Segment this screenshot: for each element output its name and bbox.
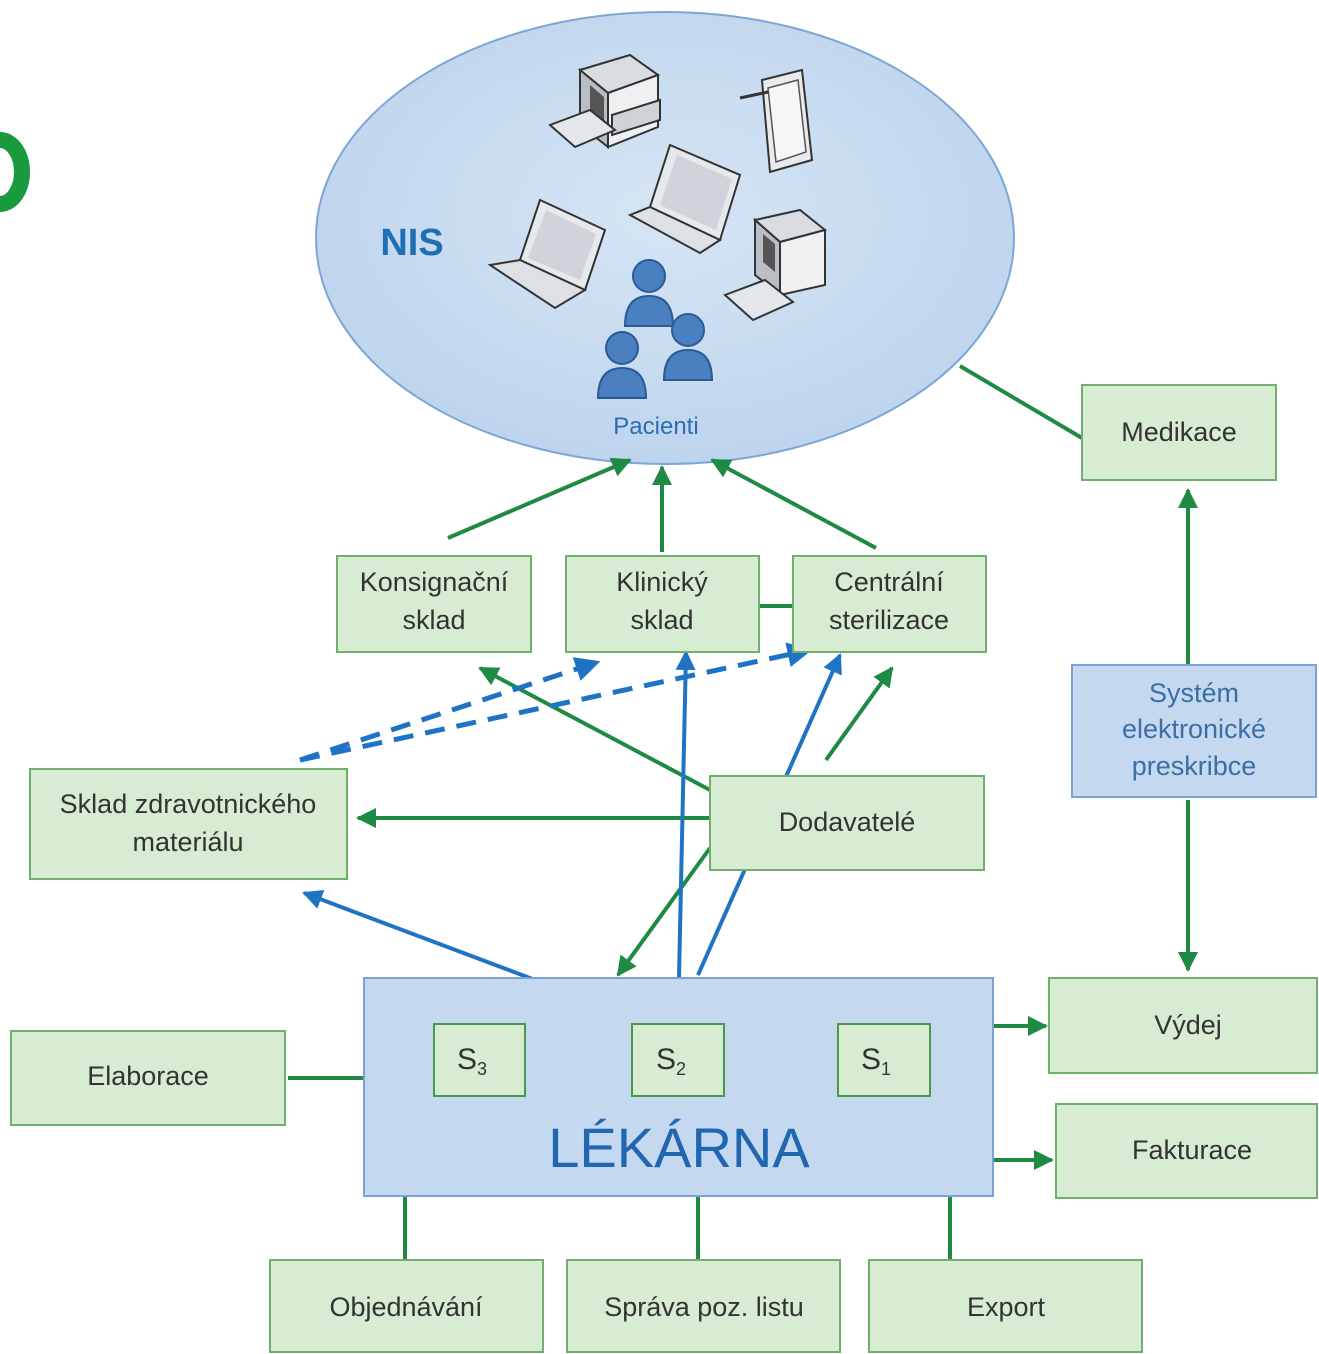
arrow-dodavatele-to-lekarna	[616, 846, 712, 977]
box-objednavani-label: Objednávání	[329, 1292, 483, 1322]
desktop-computer-right-icon	[723, 208, 828, 322]
box-lekarna: LÉKÁRNA S3 S2 S1	[363, 977, 994, 1197]
store-s3-label: S3	[457, 1043, 487, 1079]
box-system-line1: Systém	[1149, 678, 1239, 708]
store-s1: S1	[837, 1023, 931, 1097]
box-dodavatele: Dodavatelé	[709, 775, 985, 871]
box-fakturace: Fakturace	[1055, 1103, 1318, 1199]
store-s2-label: S2	[656, 1043, 686, 1079]
patients-label: Pacienti	[613, 413, 698, 440]
box-klinicky-sklad: Klinický sklad	[565, 555, 760, 653]
store-s3: S3	[433, 1023, 526, 1097]
arrow-dodavatele-to-centralni	[824, 666, 894, 762]
box-medikace: Medikace	[1081, 384, 1277, 481]
box-dodavatele-label: Dodavatelé	[779, 807, 916, 837]
store-s2: S2	[631, 1023, 725, 1097]
store-s1-label: S1	[861, 1043, 891, 1079]
box-sklad-zdravotnickeho-materialu: Sklad zdravotnického materiálu	[29, 768, 348, 880]
arrow-konsignacni-to-nis	[447, 457, 632, 540]
box-sprava-poz-listu: Správa poz. listu	[566, 1259, 841, 1353]
box-konsignacni-line2: sklad	[402, 605, 465, 635]
nis-ellipse	[315, 11, 1015, 465]
tablet-icon	[739, 68, 814, 174]
box-medikace-label: Medikace	[1121, 417, 1237, 447]
box-sprava-label: Správa poz. listu	[604, 1292, 804, 1322]
box-sklad-line2: materiálu	[132, 827, 243, 857]
nis-title: NIS	[380, 222, 443, 264]
line-medikace-to-nis	[958, 364, 1084, 440]
desktop-computer-icon	[548, 53, 661, 150]
box-system-elektronicke-preskribce: Systém elektronické preskribce	[1071, 664, 1317, 798]
box-konsignacni-sklad: Konsignační sklad	[336, 555, 532, 653]
box-centralni-sterilizace: Centrální sterilizace	[792, 555, 987, 653]
box-vydej-label: Výdej	[1154, 1010, 1222, 1040]
laptop-center-icon	[627, 143, 742, 255]
laptop-left-icon	[487, 198, 607, 310]
box-klinicky-line1: Klinický	[616, 567, 708, 597]
box-centralni-line1: Centrální	[834, 567, 944, 597]
green-circle-fragment	[0, 132, 30, 212]
dashed-sklad-to-klinicky	[299, 657, 601, 763]
arrow-dodavatele-to-konsignacni	[478, 666, 711, 792]
arrow-s2-to-klinicky	[675, 650, 696, 1025]
lekarna-title: LÉKÁRNA	[548, 1116, 810, 1179]
box-objednavani: Objednávání	[269, 1259, 544, 1353]
box-klinicky-line2: sklad	[630, 605, 693, 635]
dashed-sklad-to-centralni	[299, 642, 813, 763]
box-vydej: Výdej	[1048, 977, 1318, 1074]
box-export-label: Export	[967, 1292, 1046, 1322]
box-system-line2: elektronické	[1122, 714, 1266, 744]
box-elaborace-label: Elaborace	[87, 1061, 209, 1091]
box-centralni-line2: sterilizace	[829, 605, 949, 635]
arrow-centralni-to-nis	[710, 458, 877, 550]
patients-users-icon	[596, 259, 714, 399]
box-fakturace-label: Fakturace	[1132, 1135, 1252, 1165]
box-konsignacni-line1: Konsignační	[360, 567, 509, 597]
box-export: Export	[868, 1259, 1143, 1353]
box-elaborace: Elaborace	[10, 1030, 286, 1126]
box-system-line3: preskribce	[1132, 751, 1257, 781]
box-sklad-line1: Sklad zdravotnického	[60, 789, 317, 819]
